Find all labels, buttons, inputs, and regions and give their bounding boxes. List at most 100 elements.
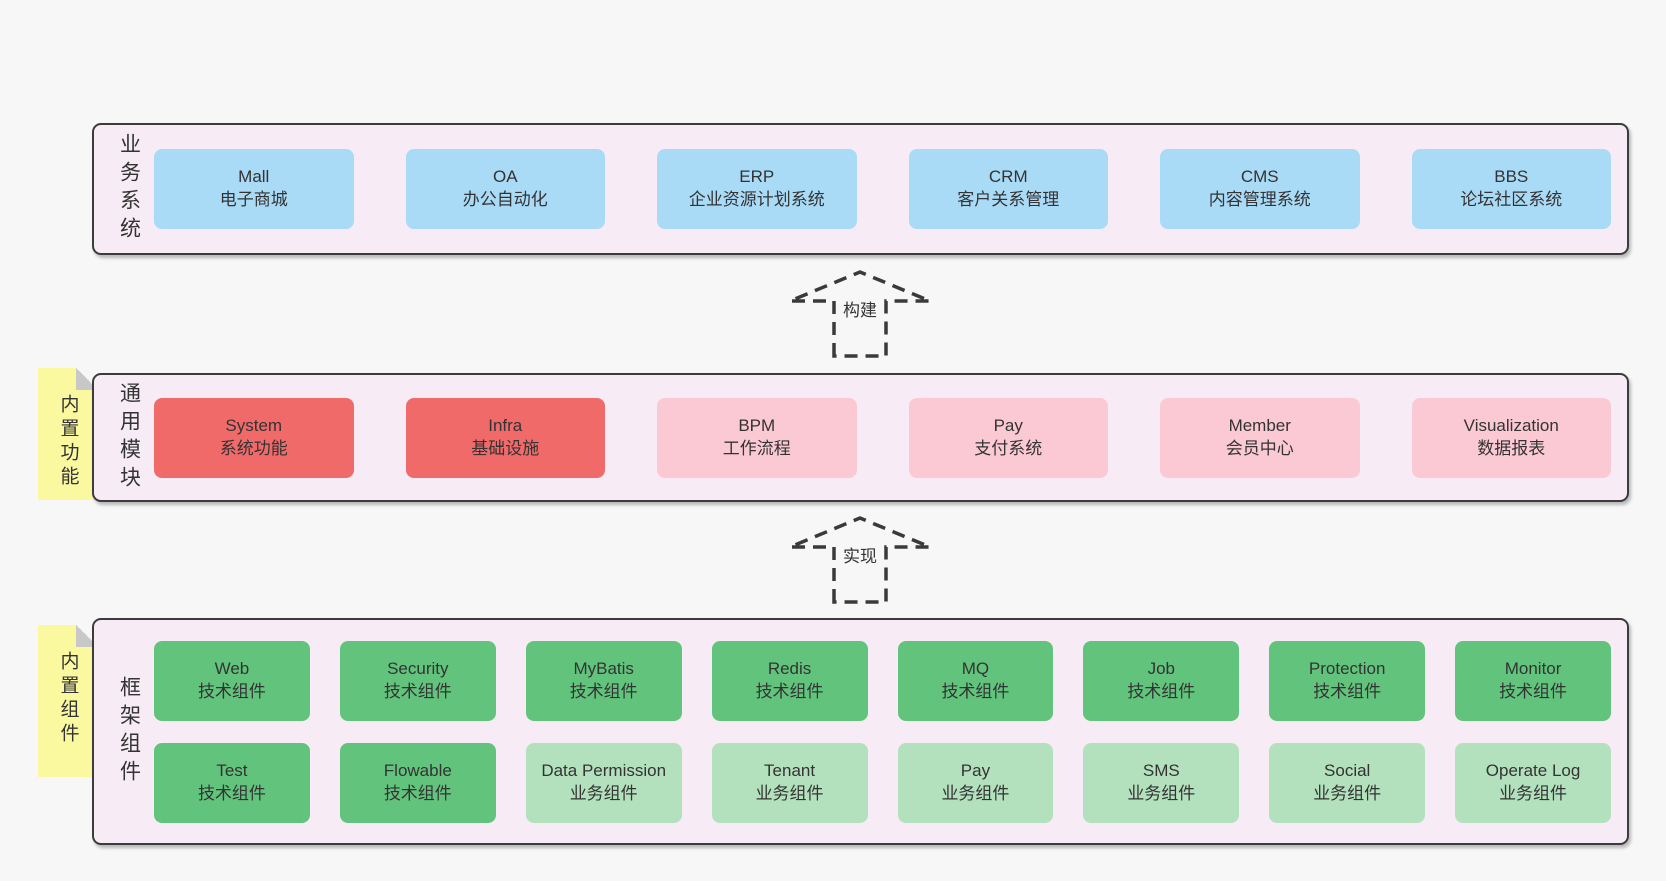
box-title: Data Permission bbox=[541, 760, 667, 780]
box-system: System 系统功能 bbox=[154, 397, 354, 478]
box-subtitle: 客户关系管理 bbox=[957, 190, 1060, 209]
build-arrow: 构建 bbox=[785, 270, 935, 358]
box-cms: CMS 内容管理系统 bbox=[1160, 149, 1360, 229]
build-arrow-label: 构建 bbox=[840, 294, 880, 323]
box-subtitle: 技术组件 bbox=[941, 681, 1010, 701]
box-title: CMS bbox=[1240, 167, 1279, 187]
box-redis: Redis 技术组件 bbox=[711, 640, 868, 721]
box-erp: ERP 企业资源计划系统 bbox=[657, 149, 857, 229]
section-components-label-text: 框架组件 bbox=[117, 675, 141, 788]
box-title: Pay bbox=[960, 760, 991, 780]
box-subtitle: 技术组件 bbox=[197, 783, 266, 803]
box-test: Test 技术组件 bbox=[154, 742, 310, 823]
box-subtitle: 技术组件 bbox=[569, 681, 638, 701]
box-job: Job 技术组件 bbox=[1083, 640, 1240, 721]
box-title: Web bbox=[214, 658, 250, 678]
box-subtitle: 业务组件 bbox=[755, 783, 824, 803]
box-member: Member 会员中心 bbox=[1160, 397, 1360, 478]
box-title: Operate Log bbox=[1485, 760, 1581, 780]
modules-boxes-row: System 系统功能 Infra 基础设施 BPM 工作流程 Pay 支付系统 Mem… bbox=[154, 397, 1611, 478]
box-subtitle: 技术组件 bbox=[1499, 681, 1568, 701]
box-title: Test bbox=[216, 760, 248, 780]
box-title: MQ bbox=[961, 658, 990, 678]
sticky-note-text: 内置组件 bbox=[57, 651, 79, 747]
box-title: Redis bbox=[767, 658, 812, 678]
implement-arrow-label: 实现 bbox=[840, 540, 880, 569]
box-monitor: Monitor 技术组件 bbox=[1455, 640, 1611, 721]
box-subtitle: 论坛社区系统 bbox=[1460, 190, 1563, 209]
implement-arrow: 实现 bbox=[785, 516, 935, 604]
box-title: Flowable bbox=[383, 760, 452, 780]
sticky-note-text: 内置功能 bbox=[57, 394, 79, 490]
box-title: BBS bbox=[1494, 167, 1529, 187]
box-tenant: Tenant 业务组件 bbox=[711, 742, 868, 823]
box-subtitle: 技术组件 bbox=[383, 783, 452, 803]
box-title: SMS bbox=[1142, 760, 1180, 780]
up-arrow-icon bbox=[789, 270, 931, 358]
box-social: Social 业务组件 bbox=[1269, 742, 1426, 823]
box-protection: Protection 技术组件 bbox=[1269, 640, 1426, 721]
box-web: Web 技术组件 bbox=[154, 640, 310, 721]
box-subtitle: 基础设施 bbox=[471, 438, 540, 458]
box-pay-biz: Pay 业务组件 bbox=[897, 742, 1054, 823]
box-crm: CRM 客户关系管理 bbox=[908, 149, 1108, 229]
box-subtitle: 业务组件 bbox=[1127, 783, 1196, 803]
box-subtitle: 业务组件 bbox=[1313, 783, 1382, 803]
box-subtitle: 系统功能 bbox=[219, 438, 288, 458]
box-title: CRM bbox=[988, 167, 1028, 187]
section-business-label: 业务系统 bbox=[106, 125, 152, 253]
box-title: OA bbox=[492, 167, 518, 187]
sticky-note-builtin-components: 内置组件 bbox=[38, 625, 98, 777]
box-flowable: Flowable 技术组件 bbox=[339, 742, 496, 823]
box-title: Pay bbox=[993, 415, 1023, 435]
up-arrow-icon bbox=[789, 516, 931, 604]
box-subtitle: 支付系统 bbox=[974, 438, 1043, 458]
box-title: Job bbox=[1147, 658, 1176, 678]
box-title: Protection bbox=[1308, 658, 1386, 678]
box-title: BPM bbox=[738, 415, 776, 435]
section-modules-label-text: 通用模块 bbox=[117, 381, 141, 494]
box-subtitle: 企业资源计划系统 bbox=[688, 190, 825, 209]
box-title: Monitor bbox=[1504, 658, 1562, 678]
section-business-label-text: 业务系统 bbox=[117, 133, 141, 245]
sticky-note-builtin-features: 内置功能 bbox=[38, 368, 98, 500]
box-subtitle: 会员中心 bbox=[1225, 438, 1294, 458]
box-subtitle: 数据报表 bbox=[1477, 438, 1546, 458]
box-mq: MQ 技术组件 bbox=[897, 640, 1054, 721]
box-subtitle: 技术组件 bbox=[1313, 681, 1382, 701]
box-subtitle: 技术组件 bbox=[197, 681, 266, 701]
section-modules-label: 通用模块 bbox=[106, 375, 152, 500]
box-bpm: BPM 工作流程 bbox=[657, 397, 857, 478]
box-subtitle: 工作流程 bbox=[722, 438, 791, 458]
section-common-modules: 通用模块 System 系统功能 Infra 基础设施 BPM 工作流程 Pay 支付系… bbox=[92, 373, 1629, 502]
box-visualization: Visualization 数据报表 bbox=[1411, 397, 1611, 478]
box-title: Social bbox=[1324, 760, 1371, 780]
box-subtitle: 技术组件 bbox=[755, 681, 824, 701]
box-bbs: BBS 论坛社区系统 bbox=[1411, 149, 1611, 229]
box-subtitle: 技术组件 bbox=[1127, 681, 1196, 701]
box-title: Infra bbox=[488, 415, 523, 435]
box-subtitle: 业务组件 bbox=[1499, 783, 1568, 803]
box-subtitle: 技术组件 bbox=[383, 681, 452, 701]
box-subtitle: 业务组件 bbox=[569, 783, 638, 803]
box-title: Tenant bbox=[764, 760, 816, 780]
box-subtitle: 办公自动化 bbox=[462, 190, 548, 209]
box-title: Member bbox=[1228, 415, 1291, 435]
box-subtitle: 内容管理系统 bbox=[1208, 190, 1311, 209]
box-title: Visualization bbox=[1463, 415, 1559, 435]
box-pay: Pay 支付系统 bbox=[908, 397, 1108, 478]
box-title: ERP bbox=[739, 167, 775, 187]
box-oa: OA 办公自动化 bbox=[405, 149, 605, 229]
box-infra: Infra 基础设施 bbox=[405, 397, 605, 478]
box-title: Mall bbox=[238, 167, 270, 187]
box-title: System bbox=[225, 415, 283, 435]
box-subtitle: 业务组件 bbox=[941, 783, 1010, 803]
